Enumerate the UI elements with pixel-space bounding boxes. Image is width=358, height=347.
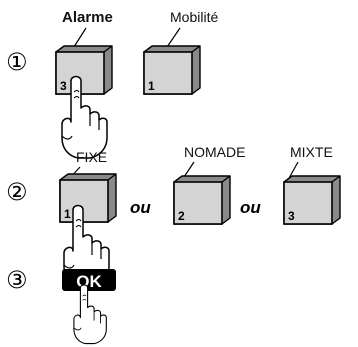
key-mobilite-digit: 1 [148, 79, 155, 93]
key-mixte[interactable]: 3 [283, 175, 341, 225]
key-mixte-label: MIXTE [290, 144, 333, 160]
separator-ou-1: ou [130, 198, 151, 217]
key-nomade-digit: 2 [178, 209, 185, 223]
key-mobilite-label: Mobilité [170, 9, 218, 25]
key-fixe[interactable]: 1 [59, 173, 117, 223]
key-alarme-label: Alarme [62, 9, 113, 26]
key-mobilite[interactable]: 1 [143, 45, 201, 95]
key-nomade[interactable]: 2 [173, 175, 231, 225]
key-fixe-digit: 1 [64, 207, 71, 221]
key-mixte-digit: 3 [288, 209, 295, 223]
separator-ou-2: ou [240, 198, 261, 217]
key-alarme-digit: 3 [60, 79, 67, 93]
key-fixe-label: FIXE [76, 149, 107, 165]
key-nomade-label: NOMADE [184, 144, 245, 160]
step-3-marker: ③ [6, 266, 28, 294]
step-2-marker: ② [6, 178, 28, 206]
hand-pointer-icon [73, 284, 107, 345]
ok-button[interactable]: OK [62, 269, 116, 291]
key-alarme[interactable]: 3 [55, 45, 113, 95]
step-1-marker: ① [6, 48, 28, 76]
